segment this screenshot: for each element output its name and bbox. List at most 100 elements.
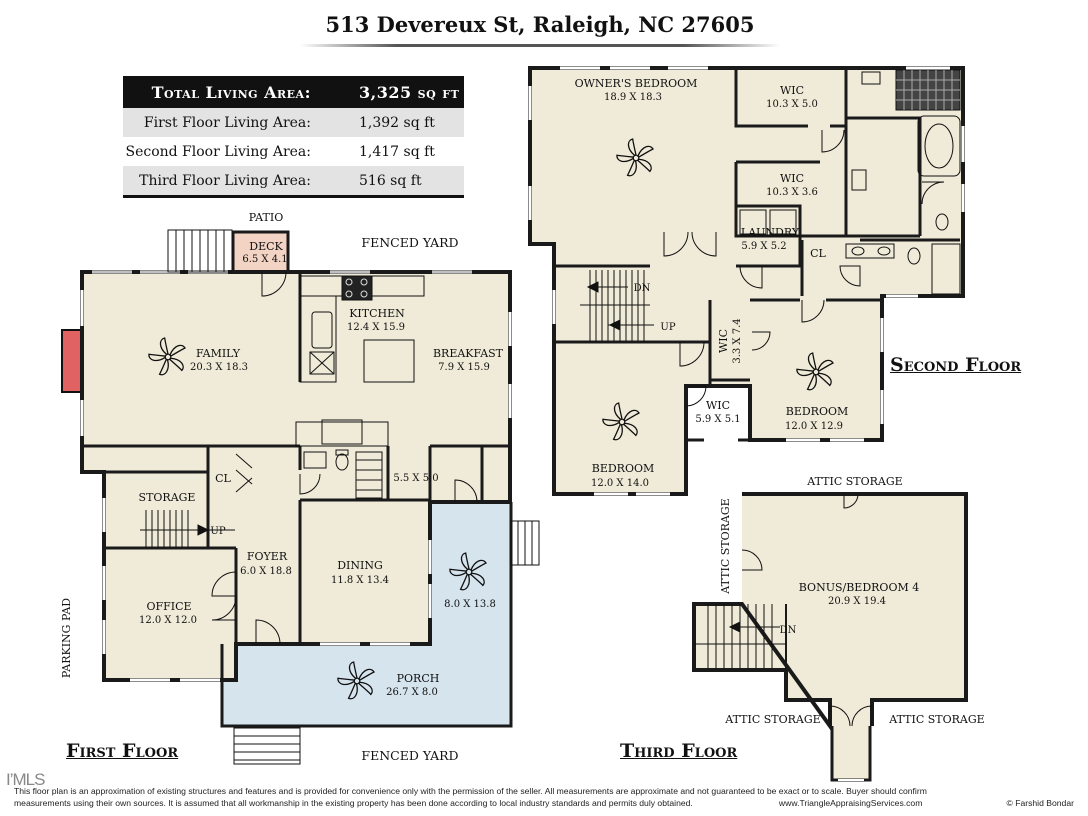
third-floor-area-value: 516 sq ft	[359, 172, 422, 189]
disclaimer-line-2-text: measurements using their own sources. It…	[14, 798, 693, 808]
attic-storage-top-label: ATTIC STORAGE	[806, 475, 902, 488]
family-dims: 20.3 X 18.3	[190, 362, 248, 373]
laundry-name: LAUNDRY	[741, 226, 800, 239]
second-floor-area-label: Second Floor Living Area:	[125, 143, 311, 160]
wic1-name: WIC	[780, 84, 804, 97]
office-dims: 12.0 X 12.0	[139, 615, 197, 626]
total-area-label: Total Living Area:	[151, 82, 311, 102]
attic-storage-bottom-left-label: ATTIC STORAGE	[724, 713, 820, 726]
half-bath-fixtures	[303, 449, 383, 499]
second-floor-outer-wall	[528, 66, 965, 496]
kitchen-fixtures	[295, 275, 425, 447]
wic1-dims: 10.3 X 5.0	[766, 99, 818, 110]
disclaimer-line-2: measurements using their own sources. It…	[14, 797, 1074, 809]
breakfast-dims: 7.9 X 15.9	[438, 362, 490, 373]
second-floor-plan: OWNER'S BEDROOM 18.9 X 18.3 WIC 10.3 X 5…	[528, 66, 965, 496]
bonus-room-dims: 20.9 X 19.4	[828, 596, 886, 607]
kitchen-name: KITCHEN	[349, 307, 405, 320]
patio-label: PATIO	[249, 211, 283, 224]
deck-floor	[233, 232, 288, 272]
second-floor-door-swing-icons	[663, 129, 945, 407]
porch-side-dims: 8.0 X 13.8	[444, 599, 496, 610]
first-floor-door-swing-icons	[211, 271, 478, 645]
porch-dims: 26.7 X 8.0	[386, 687, 438, 698]
first-floor-area-value: 1,392 sq ft	[359, 114, 435, 131]
bedroom1-dims: 12.0 X 14.0	[591, 478, 649, 489]
attic-storage-left-label: ATTIC STORAGE	[719, 498, 732, 594]
porch-front-stair-icon	[233, 727, 301, 765]
third-floor-area-row: Third Floor Living Area: 516 sq ft	[123, 166, 464, 195]
bedroom1-name: BEDROOM	[592, 462, 655, 475]
third-floor-fill	[694, 494, 966, 726]
first-floor-fill	[82, 272, 510, 680]
total-area-row: Total Living Area: 3,325 sq ft	[123, 76, 464, 108]
disclaimer-line-1: This floor plan is an approximation of e…	[14, 786, 927, 796]
laundry-dims-second: 5.9 X 5.2	[741, 241, 786, 252]
attic-hall-floor	[832, 726, 870, 780]
first-floor-closet-label: CL	[215, 472, 231, 485]
third-floor-area-label: Third Floor Living Area:	[139, 172, 311, 189]
area-table-bottom-rule	[123, 195, 464, 198]
disclaimer: This floor plan is an approximation of e…	[14, 785, 1084, 809]
owners-bedroom-dims: 18.9 X 18.3	[604, 92, 662, 103]
fireplace	[61, 329, 83, 393]
patio-stair-icon	[167, 229, 233, 273]
deck-dims: 6.5 X 4.1	[242, 254, 287, 265]
kitchen-island	[363, 339, 415, 383]
copyright: © Farshid Bondar	[1006, 798, 1074, 808]
interior-stair-icon	[140, 510, 235, 548]
second-floor-heading: Second Floor	[890, 354, 1022, 376]
deck-outline	[231, 230, 290, 274]
parking-pad-label: PARKING PAD	[60, 598, 73, 678]
wic4-dims: 5.9 X 5.1	[695, 414, 740, 425]
office-name: OFFICE	[146, 600, 191, 613]
total-area-value: 3,325 sq ft	[359, 82, 460, 102]
bedroom2-name: BEDROOM	[786, 405, 849, 418]
third-floor-dn-label: DN	[780, 625, 797, 636]
toilet-icon	[935, 213, 949, 231]
third-floor-stair-icon	[694, 604, 786, 670]
website-link[interactable]: www.TriangleAppraisingServices.com	[778, 798, 923, 808]
third-floor-door-swing-icons	[741, 493, 873, 727]
sink-icon	[303, 451, 327, 469]
wic3-dims: 3.3 X 7.4	[732, 318, 743, 363]
first-floor-plan: PATIO DECK 6.5 X 4.1 FENCED YARD KITCHEN…	[60, 211, 540, 765]
mls-watermark: I’MLS	[6, 770, 45, 789]
owner-bath-fixtures	[739, 69, 961, 295]
second-floor-up-label: UP	[660, 322, 675, 333]
deck-name: DECK	[249, 240, 283, 253]
second-floor-closet-label: CL	[810, 247, 826, 260]
second-floor-area-row: Second Floor Living Area: 1,417 sq ft	[123, 137, 464, 166]
wic2-name: WIC	[780, 172, 804, 185]
porch-name: PORCH	[397, 672, 440, 685]
toilet-icon	[335, 453, 349, 471]
bathtub-icon	[917, 115, 961, 177]
wic3-name: WIC	[717, 329, 730, 353]
owners-bedroom-name: OWNER'S BEDROOM	[575, 77, 698, 90]
third-floor-plan: ATTIC STORAGE ATTIC STORAGE ATTIC STORAG…	[692, 475, 985, 782]
wic2-dims: 10.3 X 3.6	[766, 187, 818, 198]
bedroom2-dims: 12.0 X 12.9	[785, 421, 843, 432]
first-floor-heading: First Floor	[66, 740, 179, 762]
sink-icon	[861, 71, 881, 85]
dining-name: DINING	[337, 559, 383, 572]
fenced-yard-bottom-label: FENCED YARD	[361, 748, 458, 763]
laundry-dims: 5.5 X 5.0	[393, 473, 438, 484]
breakfast-name: BREAKFAST	[433, 347, 504, 360]
porch-side-stair-icon	[510, 520, 540, 566]
first-floor-area-row: First Floor Living Area: 1,392 sq ft	[123, 108, 464, 137]
fenced-yard-top-label: FENCED YARD	[361, 235, 458, 250]
wic4-name: WIC	[706, 399, 730, 412]
second-floor-area-value: 1,417 sq ft	[359, 143, 435, 160]
first-floor-up-label: UP	[210, 526, 225, 537]
second-floor-dn-label: DN	[634, 283, 651, 294]
bonus-room-name: BONUS/BEDROOM 4	[799, 581, 919, 594]
foyer-name: FOYER	[247, 550, 288, 563]
second-floor-stair-icon	[580, 270, 654, 342]
second-floor-windows	[528, 66, 965, 496]
dining-dims: 11.8 X 13.4	[331, 575, 389, 586]
property-address-title: 513 Devereux St, Raleigh, NC 27605	[325, 12, 755, 37]
foyer-dims: 6.0 X 18.8	[240, 566, 292, 577]
attic-storage-bottom-right-label: ATTIC STORAGE	[888, 713, 984, 726]
